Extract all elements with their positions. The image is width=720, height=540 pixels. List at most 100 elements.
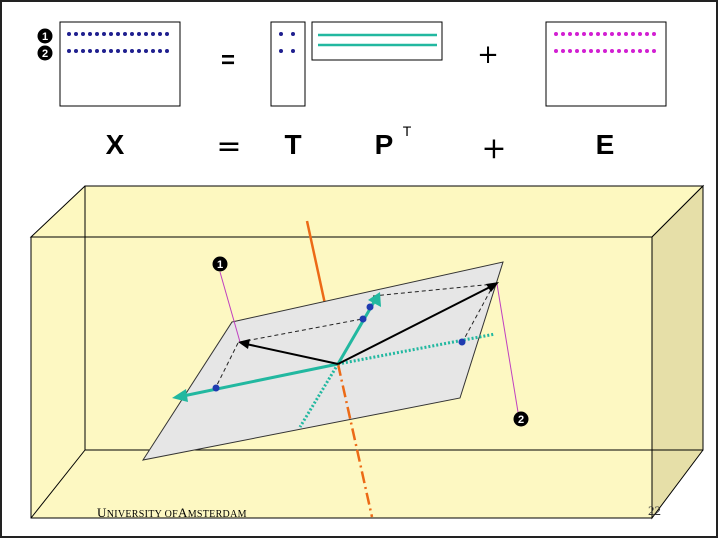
matrix-x-dot [151, 32, 155, 36]
matrix-e-dot [561, 49, 565, 53]
matrix-e-dot [554, 49, 558, 53]
matrix-x-dot [144, 32, 148, 36]
marker-one-plot: 1 [212, 256, 228, 272]
matrix-x-dot [130, 32, 134, 36]
svg-text:2: 2 [518, 414, 524, 426]
matrix-x-dot [123, 32, 127, 36]
matrix-e-dot [624, 32, 628, 36]
projection-dash-4 [462, 283, 495, 342]
ams-rest: MSTERDAM [187, 509, 247, 520]
matrix-e-dot [596, 32, 600, 36]
matrix-x-dot [151, 49, 155, 53]
pc2-arrowhead [368, 292, 381, 307]
matrix-e-dot [631, 49, 635, 53]
matrix-e-dot [589, 32, 593, 36]
matrix-x-dot [95, 49, 99, 53]
matrix-e-dot [631, 32, 635, 36]
svg-text:1: 1 [42, 31, 48, 43]
pc1-dotted [337, 332, 496, 366]
svg-text:2: 2 [42, 48, 48, 60]
matrix-x-dot [95, 32, 99, 36]
symbol-x: X [106, 129, 125, 160]
matrix-e-dot [582, 32, 586, 36]
matrix-e-dot [561, 32, 565, 36]
matrix-x-dot [165, 49, 169, 53]
matrix-x-dot [116, 32, 120, 36]
matrix-plus-sign: + [477, 40, 499, 70]
matrix-e-dot [610, 32, 614, 36]
matrix-x-dot [74, 49, 78, 53]
matrix-e-dot [575, 49, 579, 53]
matrix-x-dot [116, 49, 120, 53]
matrix-x-dot [81, 32, 85, 36]
matrix-t-dot [291, 49, 295, 53]
object-2-vector [337, 286, 491, 365]
projection-dash-2 [215, 342, 239, 388]
matrix-x-dot [109, 49, 113, 53]
matrix-t-dots [279, 32, 295, 53]
symbol-p-superscript: T [403, 123, 412, 139]
score-point-2b [458, 338, 466, 346]
matrix-x-dot [81, 49, 85, 53]
matrix-e-dot [645, 32, 649, 36]
matrix-e-dot [596, 49, 600, 53]
pc1-arrow [182, 362, 339, 398]
matrix-e-dot [652, 32, 656, 36]
score-point-1a [212, 384, 220, 392]
matrix-e-dot [582, 49, 586, 53]
matrix-x-dot [74, 32, 78, 36]
matrix-x-dot [165, 32, 169, 36]
matrix-t-dot [291, 32, 295, 36]
matrix-x-box [59, 21, 181, 107]
matrix-x-dot [102, 32, 106, 36]
univ-prefix: U [97, 505, 107, 520]
matrix-x-dot [144, 49, 148, 53]
magenta-line-1 [219, 271, 241, 343]
box-top-face [29, 185, 705, 238]
matrix-e-dot [652, 49, 656, 53]
symbol-t: T [284, 129, 301, 160]
matrix-x-dot [67, 32, 71, 36]
matrix-e-dots [554, 32, 656, 53]
symbol-p: P [375, 129, 394, 160]
university-footer: UNIVERSITY OFAMSTERDAM [97, 505, 247, 521]
object-2-arrowhead [486, 282, 499, 292]
matrix-x-dot [158, 32, 162, 36]
matrix-x-dot [137, 49, 141, 53]
matrix-x-dots [67, 32, 169, 53]
matrix-e-dot [603, 49, 607, 53]
matrix-e-dot [645, 49, 649, 53]
matrix-t-box [270, 21, 306, 107]
matrix-e-dot [575, 32, 579, 36]
projection-dash-3 [372, 283, 495, 297]
matrix-e-dot [568, 49, 572, 53]
matrix-e-dot [603, 32, 607, 36]
matrix-e-dot [617, 32, 621, 36]
matrix-x-dot [130, 49, 134, 53]
object-1-arrowhead [238, 339, 250, 349]
univ-rest: NIVERSITY OF [106, 509, 178, 520]
matrix-e-dot [638, 32, 642, 36]
symbol-equals: = [216, 129, 241, 164]
matrix-pt-box [311, 21, 443, 61]
pc1-arrowhead [172, 389, 188, 402]
matrix-x-dot [158, 49, 162, 53]
magenta-line-2 [496, 283, 519, 413]
marker-one-top: 1 [37, 28, 53, 44]
pc2-arrow [336, 301, 376, 365]
matrix-e-dot [638, 49, 642, 53]
matrix-e-dot [568, 32, 572, 36]
marker-two-top: 2 [37, 45, 53, 61]
matrix-e-dot [610, 49, 614, 53]
matrix-x-dot [102, 49, 106, 53]
page-number: 22 [648, 503, 661, 518]
matrix-e-dot [589, 49, 593, 53]
matrix-t-dot [279, 32, 283, 36]
matrix-t-dot [279, 49, 283, 53]
matrix-x-dot [137, 32, 141, 36]
marker-two-plot: 2 [513, 411, 529, 427]
matrix-x-dot [88, 32, 92, 36]
ams-prefix: A [178, 505, 188, 520]
object-1-vector [245, 343, 339, 365]
